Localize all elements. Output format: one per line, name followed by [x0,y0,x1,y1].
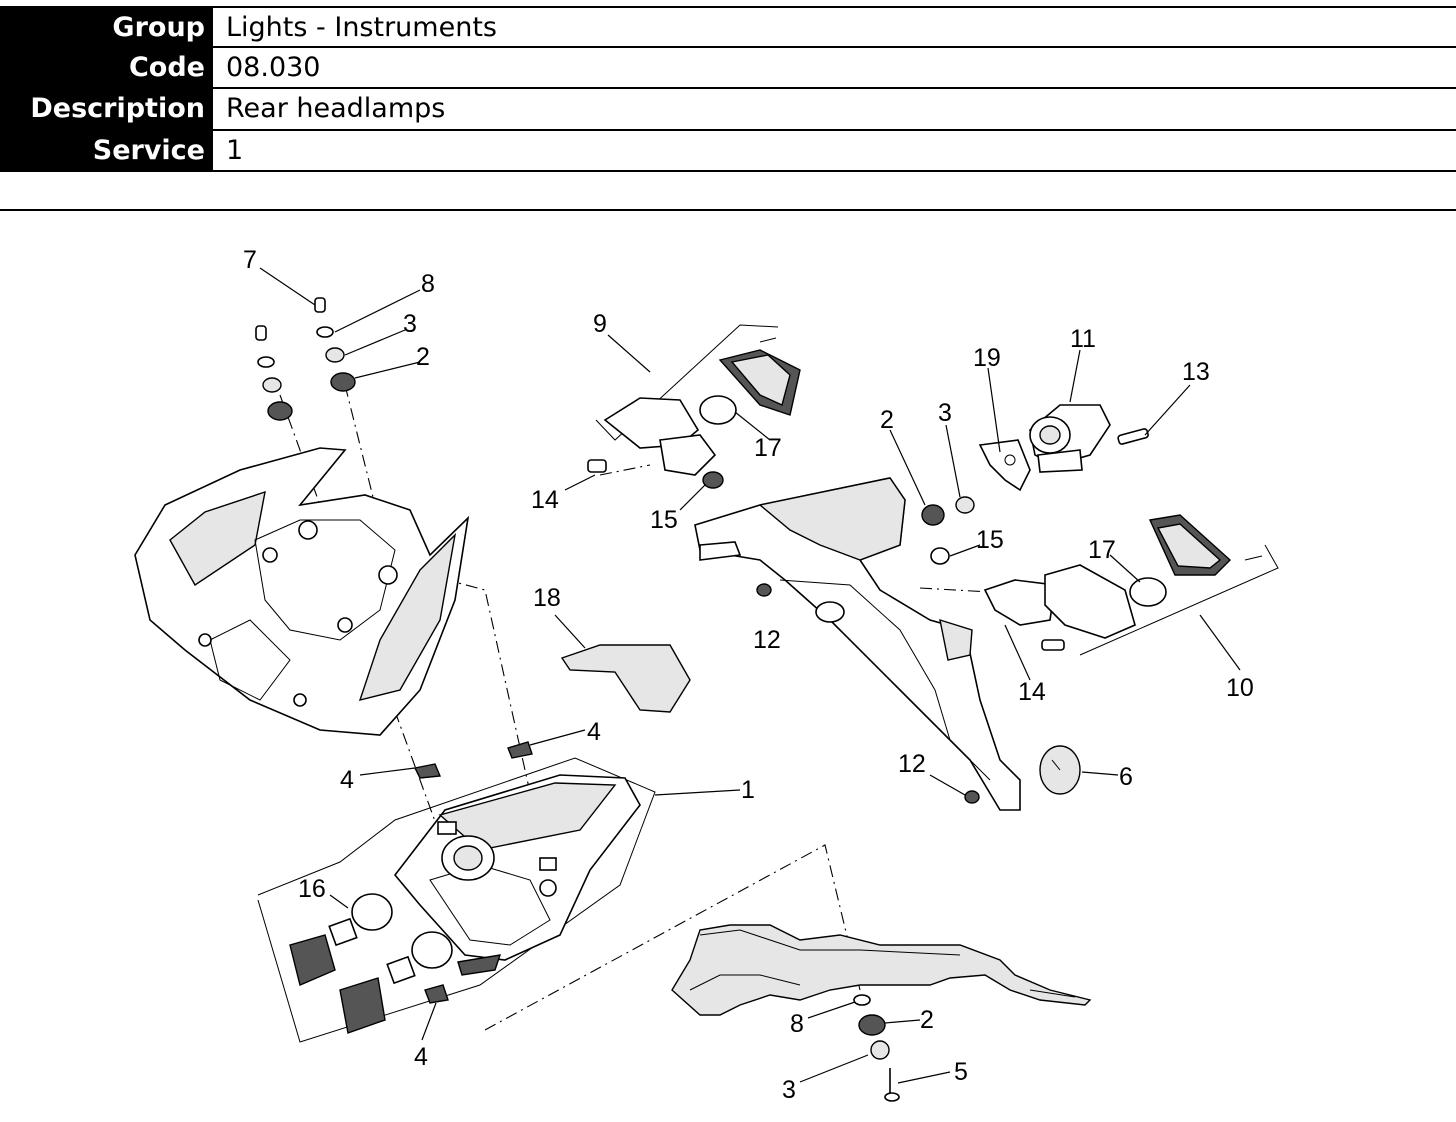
callout-2: 2 [416,343,430,371]
callout-12-lower: 12 [898,750,926,778]
callout-1: 1 [741,776,755,804]
code-label: Code [0,47,213,87]
left-turn-signal [587,337,801,489]
callout-2-right: 2 [880,406,894,434]
dash-line-e [599,464,651,476]
callout-12: 12 [753,626,781,654]
group-value: Lights - Instruments [213,8,1456,46]
callout-10: 10 [1226,674,1254,702]
license-light-bracket [978,439,1031,492]
callout-8: 8 [421,270,435,298]
callout-4-left: 4 [340,766,354,794]
callout-2-bottom: 2 [920,1006,934,1034]
callout-9: 9 [593,310,607,338]
group-outline-9 [595,324,779,441]
callout-19: 19 [973,344,1001,372]
header-row-service: Service 1 [0,130,1456,172]
code-value: 08.030 [213,47,1456,87]
callout-3: 3 [403,310,417,338]
description-label: Description [0,89,213,129]
callout-14-right: 14 [1018,678,1046,706]
callout-11: 11 [1070,325,1096,353]
exploded-parts-diagram: 7 8 3 2 9 17 14 15 19 11 13 2 3 15 17 18… [0,212,1456,1122]
rear-subframe [671,924,1092,1016]
header-row-code: Code 08.030 [0,47,1456,89]
service-label: Service [0,130,213,170]
right-turn-signal [983,514,1263,651]
service-value: 1 [213,130,1456,170]
license-light [1029,404,1149,473]
callout-18: 18 [533,584,561,612]
callout-14: 14 [531,486,559,514]
section-divider [0,209,1456,211]
header-row-description: Description Rear headlamps [0,89,1456,131]
dash-line-f [919,587,991,593]
callout-7: 7 [243,246,257,274]
reflector-plate [560,644,691,713]
callout-4-bottom: 4 [414,1043,428,1071]
tail-fairing [134,447,470,736]
callout-8-bottom: 8 [790,1010,804,1038]
fasteners-bottom [853,994,900,1102]
callout-4: 4 [587,718,601,746]
description-value: Rear headlamps [213,89,1456,129]
callout-3-right: 3 [938,399,952,427]
callout-15: 15 [650,506,678,534]
tail-light-housing [393,774,641,976]
header-row-group: Group Lights - Instruments [0,6,1456,48]
callout-6: 6 [1119,763,1133,791]
bulbs-sockets [289,893,453,1034]
callout-13: 13 [1182,358,1210,386]
callout-17-right: 17 [1088,536,1116,564]
callout-16: 16 [298,875,326,903]
callout-3-bottom: 3 [782,1076,796,1104]
clips [413,741,533,779]
callout-5: 5 [954,1058,968,1086]
callout-numbers: 7 8 3 2 9 17 14 15 19 11 13 2 3 15 17 18… [243,246,1254,1104]
diagram-svg: 7 8 3 2 9 17 14 15 19 11 13 2 3 15 17 18… [134,246,1279,1104]
fasteners-middle [756,496,980,804]
license-plate-holder [694,477,1021,811]
group-outline-10 [1079,544,1279,656]
header-table: Group Lights - Instruments Code 08.030 D… [0,6,1456,172]
group-label: Group [0,8,213,46]
leader-lines [259,267,1241,1084]
callout-17: 17 [754,434,782,462]
fasteners-upper-left [255,297,356,421]
callout-15-right: 15 [976,526,1004,554]
round-reflector [1039,745,1081,795]
